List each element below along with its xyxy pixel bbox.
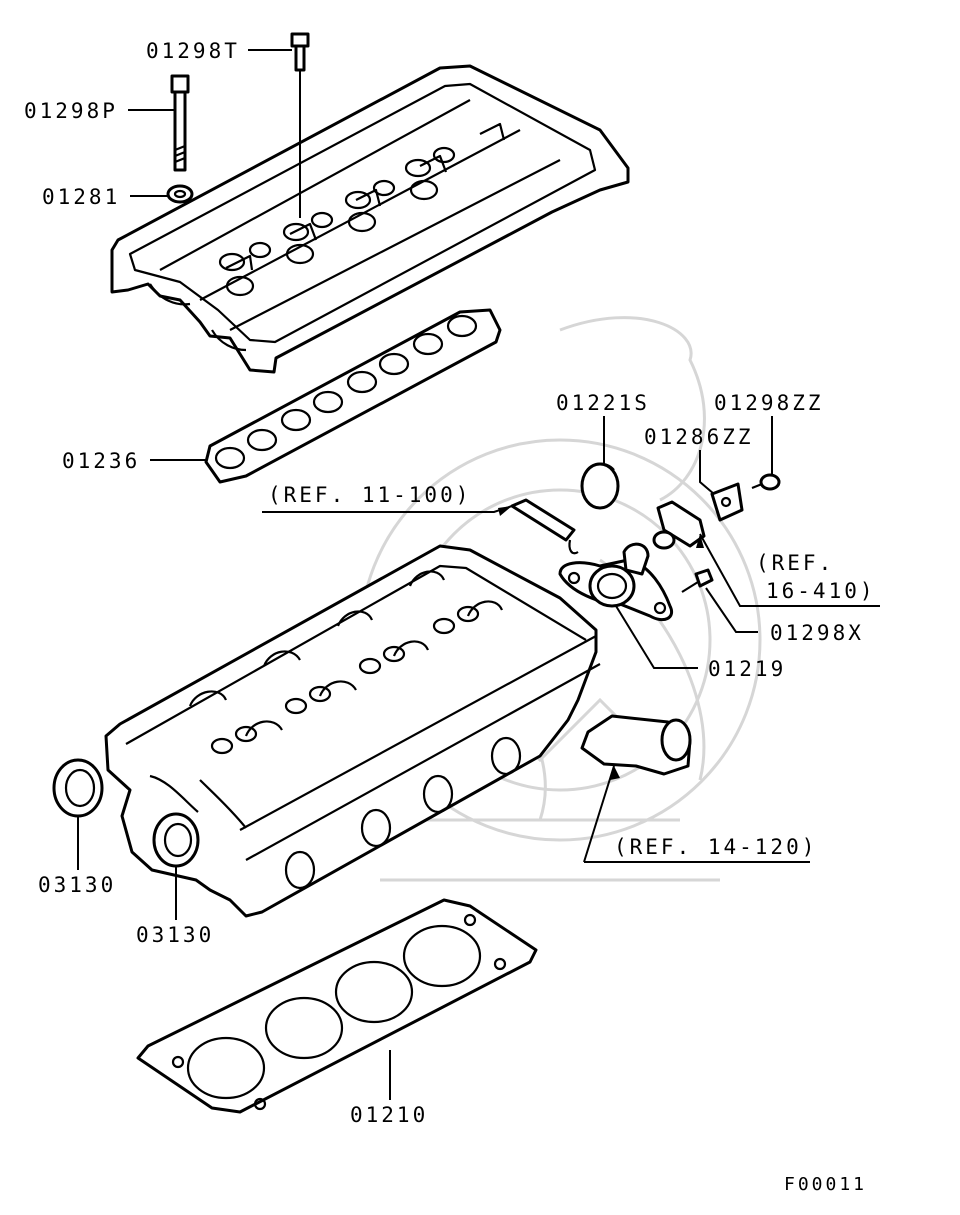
head-side-ports: [284, 736, 522, 890]
label-01221S: 01221S: [556, 391, 650, 415]
label-ref-11-100: (REF. 11-100): [268, 483, 471, 507]
bolt-01298T: [290, 32, 310, 218]
water-outlet-ref-14-120: [580, 714, 692, 776]
head-valve-holes: [210, 605, 480, 755]
label-01236: 01236: [62, 449, 140, 473]
oil-seal-03130-left: [52, 758, 104, 818]
bolt-01298ZZ: [751, 473, 781, 491]
label-01281: 01281: [42, 185, 120, 209]
oil-seal-03130-right: [152, 812, 200, 868]
label-01286ZZ: 01286ZZ: [644, 425, 754, 449]
label-01298T: 01298T: [146, 39, 240, 63]
bracket-01286ZZ: [710, 482, 744, 522]
label-03130-left: 03130: [38, 873, 116, 897]
label-01298P: 01298P: [24, 99, 118, 123]
label-ref-16-410-line2: 16-410): [766, 579, 876, 603]
label-01219: 01219: [708, 657, 786, 681]
labels: 01298T 01298P 01281 01236 01221S 01298ZZ…: [24, 39, 876, 1195]
housing-01219: [558, 542, 673, 622]
cover-holes: [218, 146, 456, 297]
figure-code: F00011: [784, 1174, 867, 1195]
sensor-ref-16-410: [652, 500, 706, 550]
label-03130-right: 03130: [136, 923, 214, 947]
head-gasket-01210: [136, 898, 538, 1114]
label-ref-14-120: (REF. 14-120): [614, 835, 817, 859]
bolt-01298P: [170, 74, 190, 172]
gasket-01236: [204, 308, 502, 484]
label-01298ZZ: 01298ZZ: [714, 391, 824, 415]
label-01210: 01210: [350, 1103, 428, 1127]
washer-01281: [166, 184, 194, 204]
arrowheads: [498, 506, 704, 780]
rocker-cover: [110, 64, 630, 374]
label-01298X: 01298X: [770, 621, 864, 645]
sensor-ref-11-100: [510, 498, 579, 555]
bolt-01298X: [681, 568, 714, 593]
plug-01221S: [580, 462, 620, 510]
head-cam-journals: [188, 570, 504, 737]
label-ref-16-410-line1: (REF.: [756, 551, 834, 575]
cylinder-head: [104, 544, 601, 918]
